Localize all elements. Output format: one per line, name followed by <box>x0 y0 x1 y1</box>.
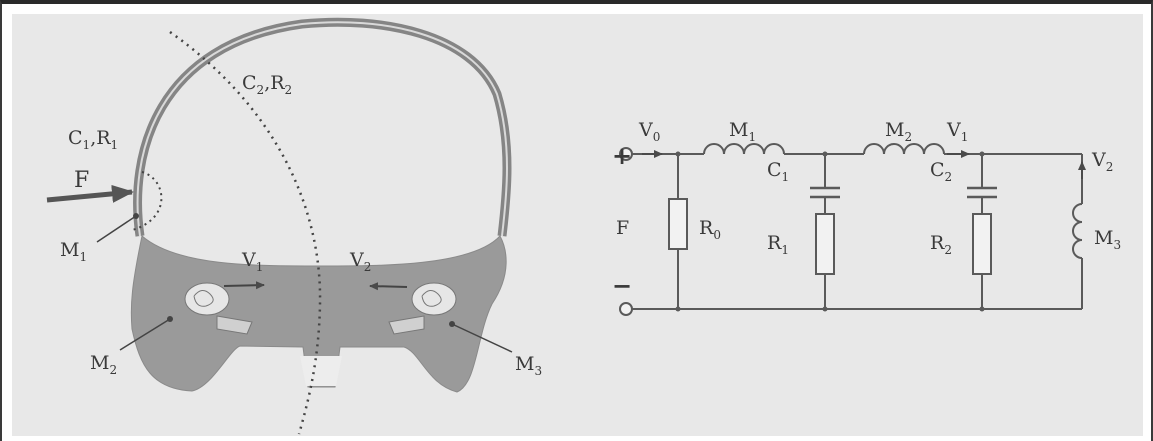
label-c2r2: C2,R2 <box>242 72 292 97</box>
label-r0: R0 <box>699 217 721 242</box>
inductor-m3 <box>1072 203 1083 259</box>
left-ossicles-icon <box>184 282 253 335</box>
m2-leader <box>119 318 171 351</box>
resistor-r0 <box>668 198 688 250</box>
label-c1r1: C1,R1 <box>68 127 118 152</box>
label-circuit-m3: M3 <box>1094 227 1121 252</box>
label-m2: M2 <box>90 352 117 377</box>
label-r1: R1 <box>767 232 789 257</box>
label-v1: V1 <box>241 249 263 274</box>
label-circuit-m2: M2 <box>885 119 912 144</box>
label-m3: M3 <box>515 353 542 378</box>
label-plus: + <box>612 141 632 170</box>
m1-leader <box>96 215 137 243</box>
label-m1: M1 <box>60 239 87 264</box>
label-minus: − <box>612 271 632 300</box>
dotted-boundary-c1r1 <box>131 171 163 231</box>
label-circuit-v1: V1 <box>946 119 968 144</box>
inductor-m2 <box>863 143 945 155</box>
resistor-r1 <box>815 213 835 275</box>
foramen-gap <box>300 356 342 386</box>
right-ossicles-icon <box>388 282 457 335</box>
velocity-v2-arrow <box>369 282 408 291</box>
label-c2: C2 <box>930 159 952 184</box>
velocity-v1-arrow <box>223 281 265 290</box>
equivalent-circuit: + − F V0 V1 V2 M1 M2 M3 C1 C2 R0 R1 R2 <box>612 119 1121 316</box>
skull-illustration: C1,R1 C2,R2 F M1 M2 M3 V1 V2 <box>46 17 542 435</box>
label-source-f: F <box>616 217 629 239</box>
label-v2: V2 <box>349 249 371 274</box>
skull-base <box>130 235 507 393</box>
diagram-svg: C1,R1 C2,R2 F M1 M2 M3 V1 V2 <box>46 17 1121 435</box>
diagram-panel: C1,R1 C2,R2 F M1 M2 M3 V1 V2 <box>12 14 1143 436</box>
resistor-r2 <box>972 213 992 275</box>
label-v0: V0 <box>638 119 660 144</box>
terminal-bottom <box>619 302 633 316</box>
label-circuit-v2: V2 <box>1091 149 1113 174</box>
label-r2: R2 <box>930 232 952 257</box>
label-circuit-m1: M1 <box>729 119 756 144</box>
force-arrow <box>46 184 134 203</box>
skull-vault <box>133 17 512 237</box>
label-c1: C1 <box>767 159 789 184</box>
terminal-top <box>619 147 633 161</box>
m3-leader <box>451 323 513 353</box>
label-force: F <box>74 168 89 193</box>
inductor-m1 <box>703 143 785 155</box>
